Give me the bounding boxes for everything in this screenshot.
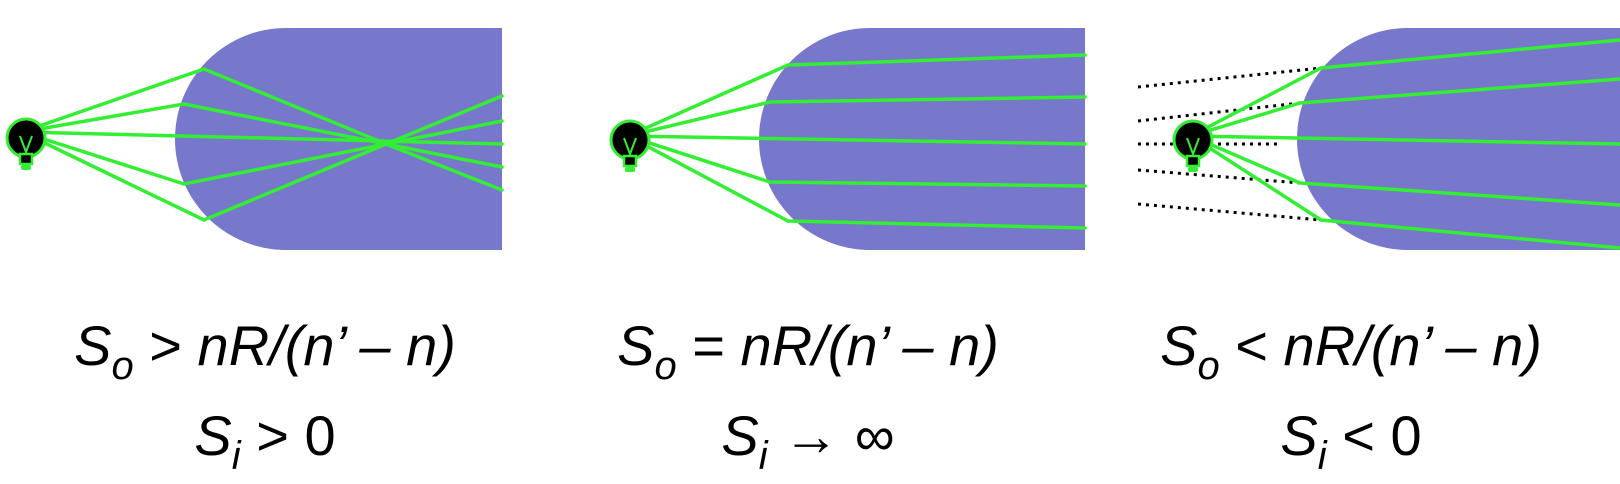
ray	[20, 102, 504, 169]
panel-diverging	[1137, 28, 1620, 250]
panel-parallel	[609, 28, 1087, 250]
ray	[1189, 38, 1620, 138]
virtual-ray	[1137, 202, 1322, 222]
ray	[1189, 77, 1620, 138]
refraction-diagram	[5, 28, 1620, 250]
result-label-2: Si → ∞	[721, 404, 895, 478]
result-label-1: Si > 0	[194, 404, 336, 478]
condition-label-3: So < nR/(n’ – n)	[1160, 314, 1542, 388]
ray	[20, 130, 504, 146]
ray	[626, 95, 1087, 138]
ray	[626, 134, 1087, 230]
virtual-ray	[1137, 101, 1301, 123]
light-bulb-icon	[5, 117, 47, 170]
ray	[626, 134, 1087, 146]
virtual-ray	[1137, 168, 1301, 185]
virtual-ray	[1137, 66, 1322, 89]
condition-label-1: So > nR/(n’ – n)	[74, 314, 456, 388]
result-label-3: Si < 0	[1280, 404, 1422, 478]
ray	[1189, 134, 1620, 250]
ray	[626, 53, 1087, 138]
condition-label-2: So = nR/(n’ – n)	[617, 314, 999, 388]
ray	[20, 119, 504, 186]
light-bulb-icon	[1172, 119, 1214, 172]
light-bulb-icon	[609, 119, 651, 172]
glass-medium	[759, 28, 1085, 250]
ray	[1189, 134, 1620, 207]
ray	[20, 67, 504, 192]
ray	[20, 94, 504, 222]
panel-converging	[5, 28, 504, 250]
ray	[626, 134, 1087, 188]
ray	[1189, 134, 1620, 146]
